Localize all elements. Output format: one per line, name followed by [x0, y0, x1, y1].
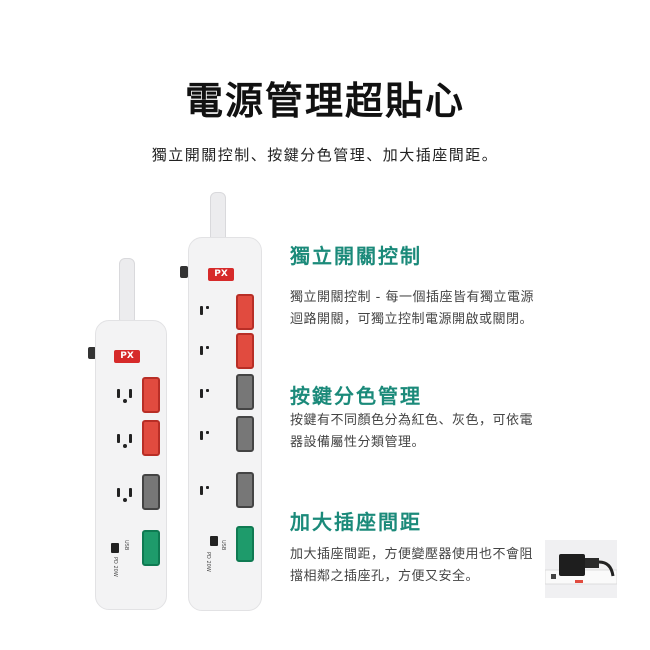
pd-label: PD 20W: [112, 557, 118, 577]
power-switch-gray[interactable]: [142, 474, 160, 510]
power-switch-red[interactable]: [236, 294, 254, 330]
usb-port-icon: [210, 536, 218, 546]
pd-label: PD 20W: [205, 552, 211, 572]
feature-heading-color-buttons: 按鍵分色管理: [290, 384, 422, 408]
power-cord: [119, 258, 135, 325]
page-title: 電源管理超貼心: [184, 79, 465, 123]
outlet-icon: [198, 340, 218, 360]
px-logo: PX: [208, 268, 234, 281]
outlet-icon: [198, 425, 218, 445]
feature-heading-wide-spacing: 加大插座間距: [290, 510, 422, 534]
page-subtitle: 獨立開關控制、按鍵分色管理、加大插座間距。: [151, 146, 499, 164]
outlet-icon: [198, 480, 218, 500]
power-switch-gray[interactable]: [236, 416, 254, 452]
power-switch-red[interactable]: [142, 420, 160, 456]
outlet-icon: [115, 383, 135, 403]
power-switch-red[interactable]: [142, 377, 160, 413]
outlet-icon: [115, 428, 135, 448]
feature-heading-independent-switch: 獨立開關控制: [290, 244, 422, 268]
usb-port-icon: [111, 543, 119, 553]
outlet-icon: [198, 300, 218, 320]
power-switch-gray[interactable]: [236, 374, 254, 410]
power-switch-green[interactable]: [142, 530, 160, 566]
feature-body-color-buttons: 按鍵有不同顏色分為紅色、灰色，可依電器設備屬性分類管理。: [290, 413, 534, 450]
outlet-icon: [115, 482, 135, 502]
feature-body-wide-spacing: 加大插座間距，方便變壓器使用也不會阻擋相鄰之插座孔，方便又安全。: [290, 547, 534, 584]
power-switch-green[interactable]: [236, 526, 254, 562]
power-switch-red[interactable]: [236, 333, 254, 369]
strip-clip-icon: [88, 347, 96, 359]
adapter-photo: [545, 540, 617, 598]
strip-clip-icon: [180, 266, 188, 278]
usb-label: USB: [220, 540, 226, 551]
power-switch-gray[interactable]: [236, 472, 254, 508]
px-logo: PX: [114, 350, 140, 363]
feature-body-independent-switch: 獨立開關控制 - 每一個插座皆有獨立電源迴路開關，可獨立控制電源開啟或關閉。: [290, 290, 534, 327]
strip-body: [95, 320, 167, 610]
outlet-icon: [198, 383, 218, 403]
usb-label: USB: [123, 540, 129, 551]
